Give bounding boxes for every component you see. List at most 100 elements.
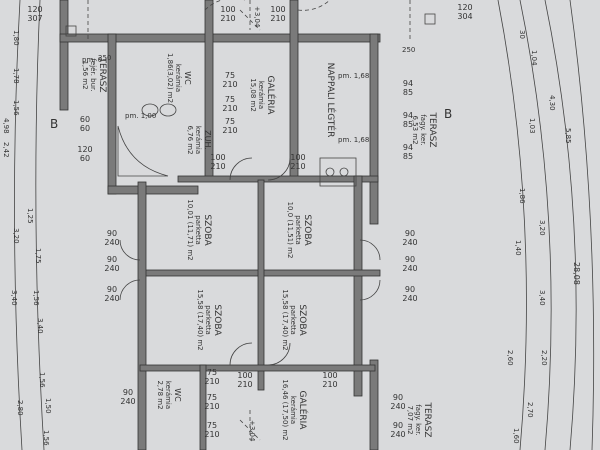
svg-text:75: 75 [207,368,217,377]
svg-text:94: 94 [403,143,413,152]
svg-text:100: 100 [237,371,252,380]
svg-text:304: 304 [457,12,472,21]
svg-text:parketta: parketta [194,215,202,245]
room-zuhanyzo: ZUH. kerámia 6,76 m2 [186,125,212,154]
svg-text:1,40: 1,40 [514,240,522,256]
room-wc-bottom: WC kerámia 2,78 m2 [156,380,182,409]
svg-text:3,40: 3,40 [538,290,546,306]
parapet-d: pm. 1,68 [338,136,369,144]
svg-text:WC: WC [173,388,182,402]
svg-text:60: 60 [80,115,90,124]
svg-text:210: 210 [290,162,305,171]
svg-text:210: 210 [204,377,219,386]
svg-text:75: 75 [207,421,217,430]
parapet-b: pm. 1,68 [338,72,369,80]
svg-text:parketta: parketta [294,215,302,245]
svg-text:100: 100 [322,371,337,380]
svg-text:1,56: 1,56 [42,430,50,446]
dimension-chain-right: 30 1,04 4,30 1,03 5,85 1,86 3,20 1,40 3,… [506,30,581,444]
svg-text:28,08: 28,08 [572,262,581,285]
room-galeria-bottom: GALÉRIA kerámia 16,46 (17,50) m2 [281,379,309,440]
level-bottom: +3,04 [248,420,256,442]
svg-text:parketta: parketta [289,305,297,335]
parapet-c: pm. 1,00 [125,112,156,120]
svg-text:2,60: 2,60 [506,350,514,366]
svg-text:2,20: 2,20 [540,350,548,366]
svg-text:7,07 m2: 7,07 m2 [406,405,414,434]
svg-text:210: 210 [322,380,337,389]
svg-text:TERASZ: TERASZ [427,111,437,147]
svg-text:3,40: 3,40 [10,290,18,306]
room-wc-top: WC kerámia 1,86(3,02) m2 [166,53,192,103]
sill-a: 250 [98,54,111,62]
room-nappali: NAPPALI LÉGTÉR [325,63,337,138]
svg-text:15,08 m2: 15,08 m2 [249,78,257,112]
svg-text:240: 240 [104,294,119,303]
basin-left [141,103,159,117]
svg-text:1,80: 1,80 [12,30,20,46]
svg-text:GALÉRIA: GALÉRIA [297,391,309,431]
svg-text:1,56 m2: 1,56 m2 [81,60,89,89]
svg-text:90: 90 [107,285,117,294]
svg-text:parketta: parketta [204,305,212,335]
svg-text:120: 120 [27,5,42,14]
svg-text:85: 85 [403,120,413,129]
svg-text:210: 210 [210,162,225,171]
svg-text:1,78: 1,78 [12,68,20,84]
svg-text:GALÉRIA: GALÉRIA [265,76,277,116]
svg-text:WC: WC [183,71,192,85]
svg-text:210: 210 [222,126,237,135]
svg-text:90: 90 [123,388,133,397]
svg-text:75: 75 [225,71,235,80]
svg-text:210: 210 [222,80,237,89]
parapet-a: pm. 0 [82,56,102,64]
svg-text:kerámia: kerámia [257,81,265,109]
svg-text:90: 90 [405,255,415,264]
svg-text:210: 210 [270,14,285,23]
svg-text:307: 307 [27,14,42,23]
svg-text:1,86: 1,86 [518,188,526,204]
svg-text:240: 240 [104,264,119,273]
svg-text:fejér. bur.: fejér. bur. [89,58,97,91]
svg-text:90: 90 [393,393,403,402]
svg-text:210: 210 [220,14,235,23]
svg-text:100: 100 [270,5,285,14]
svg-text:3,20: 3,20 [12,228,20,244]
stove [319,157,357,187]
svg-text:240: 240 [402,238,417,247]
svg-text:1,60: 1,60 [512,428,520,444]
svg-text:90: 90 [107,255,117,264]
shower-tray [117,125,169,177]
svg-text:85: 85 [403,152,413,161]
svg-text:TERASZ: TERASZ [422,401,432,437]
svg-text:94: 94 [403,111,413,120]
svg-text:4,30: 4,30 [548,95,556,111]
svg-text:240: 240 [104,238,119,247]
svg-text:75: 75 [225,117,235,126]
svg-text:210: 210 [237,380,252,389]
svg-text:5,85: 5,85 [564,128,572,144]
svg-text:210: 210 [204,430,219,439]
svg-text:1,04: 1,04 [530,50,538,66]
section-markers: B B +3,04 +3,04 pm. 0 pm. 1,68 pm. 1,00 … [50,6,452,442]
svg-text:90: 90 [405,285,415,294]
svg-text:1,75: 1,75 [34,248,42,264]
room-galeria-top: GALÉRIA kerámia 15,08 m2 [249,76,277,116]
svg-text:NAPPALI LÉGTÉR: NAPPALI LÉGTÉR [325,63,337,138]
room-szoba-3: SZOBA parketta 15,58 (17,40) m2 [196,289,222,350]
svg-text:240: 240 [402,264,417,273]
svg-text:60: 60 [80,154,90,163]
svg-text:1,56: 1,56 [32,290,40,306]
svg-text:SZOBA: SZOBA [212,304,222,336]
svg-text:210: 210 [204,402,219,411]
